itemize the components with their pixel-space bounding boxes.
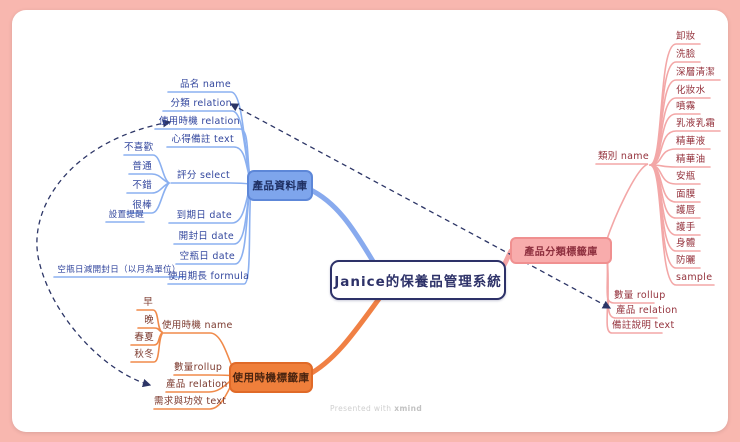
topic-category-tags-label: 產品分類標籤庫 bbox=[524, 247, 598, 258]
rating-option-great[interactable]: 很棒 bbox=[132, 200, 152, 211]
subtopic-product-name[interactable]: 品名 name bbox=[179, 79, 231, 90]
topic-usage-tags[interactable]: 使用時機標籤庫 bbox=[229, 362, 313, 393]
topic-usage-tags-label: 使用時機標籤庫 bbox=[232, 372, 310, 384]
watermark: Presented with xmind bbox=[330, 404, 422, 413]
category-option-lip-care[interactable]: 護唇 bbox=[676, 205, 696, 216]
category-option-face-wash[interactable]: 洗臉 bbox=[676, 49, 696, 60]
category-option-sample[interactable]: sample bbox=[676, 272, 713, 283]
subtopic-category-name[interactable]: 類別 name bbox=[597, 151, 649, 162]
topic-product-db-label: 產品資料庫 bbox=[252, 180, 308, 192]
category-option-hand-care[interactable]: 護手 bbox=[676, 222, 696, 233]
subtopic-usage-name[interactable]: 使用時機 name bbox=[162, 320, 233, 331]
subtopic-category-product[interactable]: 產品 relation bbox=[616, 305, 678, 316]
subtopic-empty-date[interactable]: 空瓶日 date bbox=[179, 251, 235, 262]
category-option-sunscreen[interactable]: 防曬 bbox=[676, 255, 696, 266]
watermark-brand: xmind bbox=[394, 404, 423, 413]
category-option-makeup-remover[interactable]: 卸妝 bbox=[676, 31, 696, 42]
subtopic-category-relation[interactable]: 分類 relation bbox=[170, 98, 232, 109]
central-topic-label: Janice的保養品管理系統 bbox=[334, 274, 502, 290]
category-option-deep-cleanse[interactable]: 深層清潔 bbox=[676, 67, 716, 78]
category-option-body[interactable]: 身體 bbox=[676, 238, 696, 249]
usage-option-autumn-winter[interactable]: 秋冬 bbox=[134, 349, 154, 360]
subtopic-usage-product[interactable]: 產品 relation bbox=[166, 379, 228, 390]
watermark-text: Presented with bbox=[330, 404, 395, 413]
subtopic-category-note-text[interactable]: 備註說明 text bbox=[612, 320, 675, 331]
subtopic-usage-relation[interactable]: 使用時機 relation bbox=[158, 116, 240, 127]
category-option-serum[interactable]: 精華液 bbox=[676, 136, 706, 147]
subtopic-usage-count[interactable]: 數量rollup bbox=[174, 362, 223, 373]
usage-option-spring-summer[interactable]: 春夏 bbox=[134, 332, 154, 343]
subtopic-expiry-date[interactable]: 到期日 date bbox=[176, 210, 232, 221]
subtopic-usage-formula[interactable]: 使用期長 formula bbox=[168, 271, 250, 282]
category-option-mist[interactable]: 噴霧 bbox=[676, 101, 696, 112]
subtopic-category-count[interactable]: 數量 rollup bbox=[614, 290, 666, 301]
category-option-ampoule[interactable]: 安瓶 bbox=[676, 171, 696, 182]
central-topic[interactable]: Janice的保養品管理系統 bbox=[330, 260, 506, 300]
usage-option-morning[interactable]: 早 bbox=[143, 297, 153, 308]
usage-option-evening[interactable]: 晚 bbox=[144, 315, 154, 326]
rating-option-good[interactable]: 不錯 bbox=[132, 180, 152, 191]
topic-product-db[interactable]: 產品資料庫 bbox=[247, 170, 313, 201]
topic-category-tags[interactable]: 產品分類標籤庫 bbox=[510, 237, 612, 264]
category-option-lotion-cream[interactable]: 乳液乳霜 bbox=[676, 118, 716, 129]
subtopic-review-text[interactable]: 心得備註 text bbox=[171, 134, 234, 145]
note-formula-hint[interactable]: 空瓶日減開封日（以月為單位） bbox=[57, 265, 181, 275]
note-set-reminder[interactable]: 設置提醒 bbox=[108, 210, 144, 220]
rating-option-normal[interactable]: 普通 bbox=[132, 161, 152, 172]
rating-option-dislike[interactable]: 不喜歡 bbox=[124, 142, 154, 153]
subtopic-opened-date[interactable]: 開封日 date bbox=[178, 231, 234, 242]
subtopic-rating-select[interactable]: 評分 select bbox=[177, 170, 230, 181]
subtopic-usage-needs-text[interactable]: 需求與功效 text bbox=[154, 396, 227, 407]
category-option-toner[interactable]: 化妝水 bbox=[676, 85, 706, 96]
category-option-mask[interactable]: 面膜 bbox=[676, 189, 696, 200]
category-option-face-oil[interactable]: 精華油 bbox=[676, 154, 706, 165]
